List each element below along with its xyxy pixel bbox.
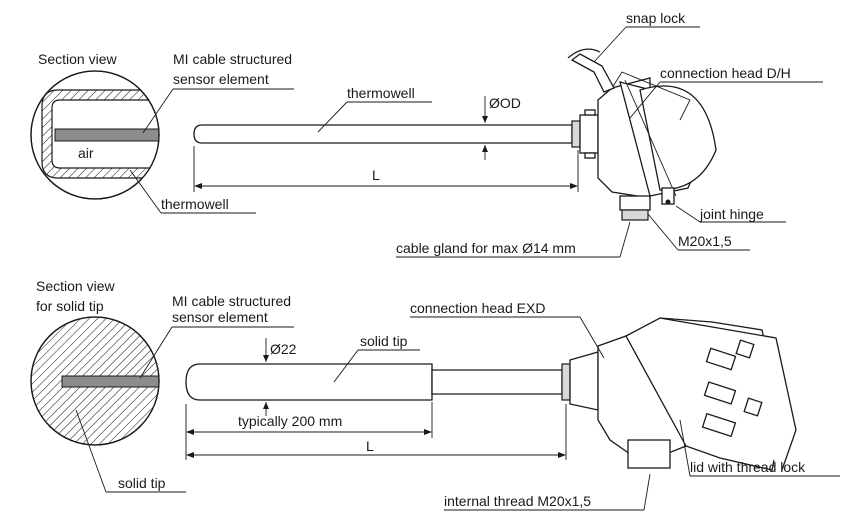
sensor-b-leader <box>139 326 173 379</box>
connection-head-dh-label: connection head D/H <box>660 65 791 81</box>
connection-head-dh-leader <box>629 81 661 119</box>
air-label: air <box>78 145 94 161</box>
solid-tip-section-leader <box>75 409 107 493</box>
thermowell-leader <box>317 101 348 133</box>
solid-tip-label: solid tip <box>360 333 408 349</box>
sensor-label-b-line1: MI cable structured <box>172 293 291 309</box>
bottom-section-view <box>30 316 160 446</box>
sensor-label-line2: sensor element <box>173 71 269 87</box>
joint-hinge-label: joint hinge <box>699 206 764 222</box>
connection-head-exd-leader <box>579 316 605 359</box>
section-view-solid-line2: for solid tip <box>36 298 104 314</box>
thermowell-label: thermowell <box>347 85 415 101</box>
length-label: L <box>372 167 380 183</box>
solid-tip-leader <box>333 349 359 383</box>
sensor-label-line1: MI cable structured <box>173 51 292 67</box>
od-label: ØOD <box>489 95 521 111</box>
section-view-solid-line1: Section view <box>36 278 115 294</box>
lid-label: lid with thread lock <box>690 459 806 475</box>
top-thermowell-tube <box>193 109 599 159</box>
internal-thread-label: internal thread M20x1,5 <box>444 493 591 509</box>
connection-head-dh <box>597 71 717 221</box>
solid-tip-section-label: solid tip <box>118 475 166 491</box>
cable-gland-leader <box>619 221 631 258</box>
thread-label: M20x1,5 <box>678 233 732 249</box>
connection-head-exd-label: connection head EXD <box>410 300 545 316</box>
sensor-leader <box>142 88 174 134</box>
internal-thread-leader <box>643 473 651 511</box>
bottom-thermowell-tube <box>185 351 599 411</box>
top-section-view <box>30 70 160 200</box>
snap-lock-icon <box>567 48 615 93</box>
length-b-label: L <box>366 438 374 454</box>
section-thermowell-label: thermowell <box>161 196 229 212</box>
connection-head-exd <box>597 317 797 471</box>
diameter-label: Ø22 <box>270 341 297 357</box>
lid-leader <box>679 419 691 477</box>
thread-leader <box>647 213 679 251</box>
section-view-label: Section view <box>38 51 117 67</box>
cable-gland-label: cable gland for max Ø14 mm <box>396 240 576 256</box>
sensor-label-b-line2: sensor element <box>172 309 268 325</box>
joint-hinge-leader <box>675 205 701 223</box>
snap-lock-leader <box>593 26 627 63</box>
typical-length-label: typically 200 mm <box>238 413 342 429</box>
snap-lock-label: snap lock <box>626 10 686 26</box>
section-thermowell-leader <box>129 169 162 214</box>
